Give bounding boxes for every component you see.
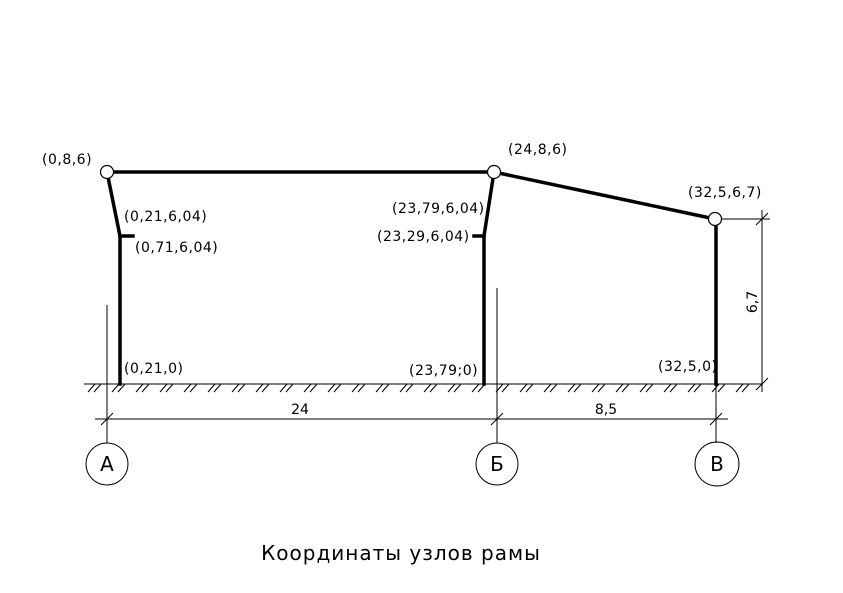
ground-hatch-stroke [333,383,342,393]
ground-hatch-stroke [717,383,726,393]
ground-hatch-stroke [573,383,582,393]
ground-hatch-stroke [159,383,168,393]
axis-bubble-b: Б [475,442,519,486]
axis-letter-b: Б [490,452,504,476]
ground-hatch-stroke [639,383,648,393]
ground-hatch-stroke [735,383,744,393]
ground-hatch-stroke [597,383,606,393]
middle-column [482,170,496,386]
coord-haunch-middle-b: (23,29,6,04) [377,229,470,245]
ground-hatch-stroke [165,383,174,393]
ground-hatch-stroke [111,383,120,393]
ground-hatch-stroke [453,383,462,393]
ground-hatch-stroke [285,383,294,393]
dim-tick-a [100,412,114,426]
ground-hatch-stroke [429,383,438,393]
ground-hatch-stroke [327,383,336,393]
ground-hatching [87,383,750,393]
ground-hatch-stroke [231,383,240,393]
ground-hatch-stroke [405,383,414,393]
ground-hatch-stroke [645,383,654,393]
ground-hatch-stroke [255,383,264,393]
roof-beam-right-span [491,169,718,222]
dim-tick-b [490,412,504,426]
ground-hatch-stroke [357,383,366,393]
ground-hatch-stroke [93,383,102,393]
coord-top-left: (0,8,6) [42,152,92,168]
ground-hatch-stroke [237,383,246,393]
ground-hatch-stroke [519,383,528,393]
ground-hatch-stroke [351,383,360,393]
height-tick-bottom [755,377,769,391]
ground-hatch-stroke [447,383,456,393]
ground-hatch-stroke [567,383,576,393]
ground-hatch-stroke [693,383,702,393]
ground-hatch-stroke [207,383,216,393]
ground-hatch-stroke [87,383,96,393]
ground-hatch-stroke [501,383,510,393]
ground-hatch-stroke [261,383,270,393]
ground-hatch-stroke [189,383,198,393]
ground-hatch-stroke [183,383,192,393]
node-top-middle [486,164,502,180]
ground-hatch-stroke [117,383,126,393]
left-column [104,169,122,386]
axis-letter-v: В [710,452,724,476]
axis-bubble-v: В [694,441,740,487]
coord-base-middle: (23,79;0) [409,363,478,379]
ground-hatch-stroke [669,383,678,393]
coord-base-right: (32,5,0) [658,359,717,375]
dim-tick-v [709,412,723,426]
ground-hatch-stroke [399,383,408,393]
ground-hatch-stroke [381,383,390,393]
ground-hatch-stroke [615,383,624,393]
ground-hatch-stroke [423,383,432,393]
ground-hatch-stroke [621,383,630,393]
ground-hatch-stroke [549,383,558,393]
coord-haunch-middle-a: (23,79,6,04) [392,201,485,217]
ground-hatch-stroke [135,383,144,393]
coord-top-right: (32,5,6,7) [688,185,762,201]
drawing-caption: Координаты узлов рамы [261,541,541,565]
coord-top-middle: (24,8,6) [508,142,567,158]
height-label: 6,7 [745,291,761,313]
axis-bubble-a: А [85,442,129,486]
node-top-left [99,164,115,180]
span-bv-label: 8,5 [595,402,617,418]
height-tick-top [755,212,769,226]
ground-hatch-stroke [375,383,384,393]
ground-hatch-stroke [213,383,222,393]
ground-hatch-stroke [543,383,552,393]
ground-hatch-stroke [303,383,312,393]
coord-base-left: (0,21,0) [124,361,183,377]
ground-hatch-stroke [663,383,672,393]
ground-hatch-stroke [279,383,288,393]
ground-hatch-stroke [687,383,696,393]
axis-letter-a: А [100,452,114,476]
ground-hatch-stroke [741,383,750,393]
ground-hatch-stroke [525,383,534,393]
ground-hatch-stroke [591,383,600,393]
ground-hatch-stroke [309,383,318,393]
ground-hatch-stroke [141,383,150,393]
ground-hatch-stroke [471,383,480,393]
node-top-right [707,211,723,227]
coord-haunch-left-a: (0,21,6,04) [124,209,207,225]
span-ab-label: 24 [291,402,309,418]
coord-haunch-left-b: (0,71,6,04) [135,240,218,256]
